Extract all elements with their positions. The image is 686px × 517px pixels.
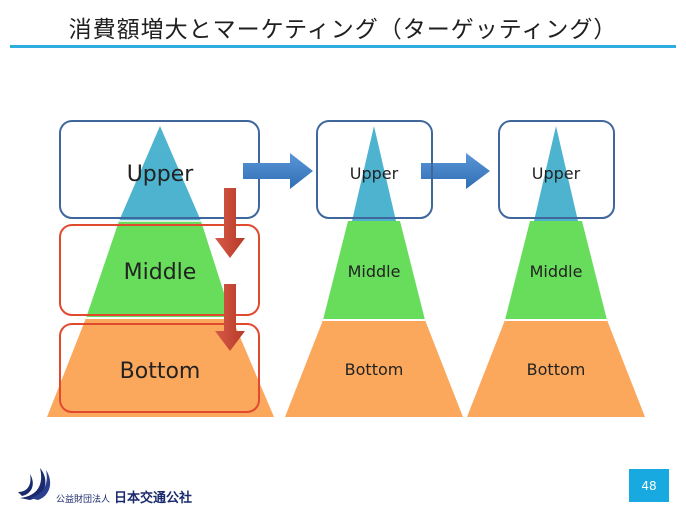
pyramid-2-middle-segment [323,221,425,320]
pyramid-3-bottom-label: Bottom [527,360,586,379]
pyramid-2-upper-segment [352,126,396,221]
pyramid-3-upper-label: Upper [532,164,581,183]
pyramid-1-upper-segment [119,126,201,221]
pyramid-3-upper-frame [498,120,615,219]
pyramid-1: Upper Middle Bottom [47,120,274,417]
org-title: 日本交通公社 [114,491,193,506]
pyramid-1-middle-frame [59,224,260,316]
pyramid-3: Upper Middle Bottom [467,120,645,417]
pyramid-3-middle-segment [505,221,607,320]
title-underline [10,45,676,48]
pyramid-2: Upper Middle Bottom [285,120,463,417]
pyramid-2-upper-label: Upper [350,164,399,183]
slide-title: 消費額増大とマーケティング（ターゲッティング） [68,17,618,43]
pyramid-1-middle-segment [86,221,232,318]
pyramid-1-bottom-label: Bottom [120,359,201,384]
pyramid-2-upper-frame [316,120,433,219]
right-arrow-2 [421,153,490,189]
page-number-badge: 48 [629,469,669,502]
pyramid-1-bottom-frame [59,323,260,413]
pyramid-2-bottom-label: Bottom [345,360,404,379]
pyramid-2-middle-label: Middle [348,262,401,281]
pyramid-1-middle-label: Middle [124,260,197,285]
pyramid-2-bottom-segment [285,320,463,417]
down-arrow-1 [215,188,245,258]
pyramid-1-upper-label: Upper [127,162,195,187]
right-arrow-1 [243,153,313,189]
pyramid-1-bottom-segment [47,318,274,417]
org-logo-icon [18,468,51,500]
down-arrow-2 [215,284,245,351]
org-name: 公益財団法人日本交通公社 [56,487,192,506]
pyramid-3-upper-segment [534,126,578,221]
pyramid-3-bottom-segment [467,320,645,417]
pyramid-3-middle-label: Middle [530,262,583,281]
org-type: 公益財団法人 [56,495,111,505]
